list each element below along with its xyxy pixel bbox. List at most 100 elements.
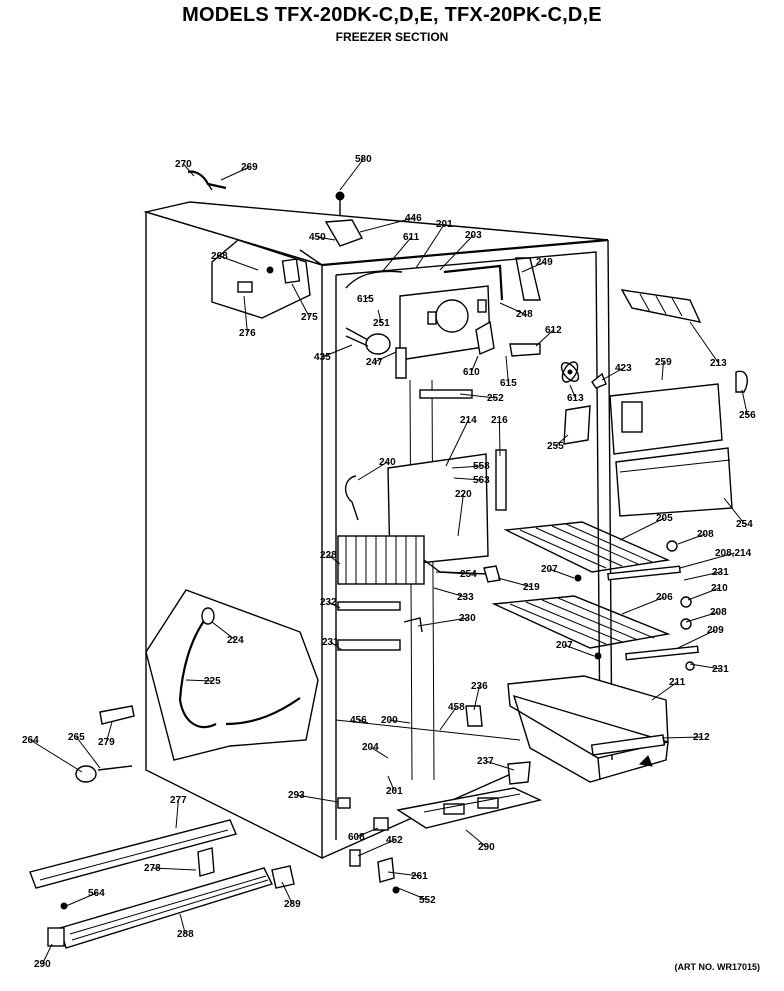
leader-line bbox=[485, 760, 515, 771]
part-number-label: 220 bbox=[455, 489, 472, 500]
part-number-label: 275 bbox=[301, 312, 318, 323]
leader-line bbox=[569, 384, 576, 399]
part-number-label: 279 bbox=[98, 737, 115, 748]
leader-line bbox=[677, 533, 706, 545]
part-number-label: 247 bbox=[366, 357, 383, 368]
diagram-subtitle: FREEZER SECTION bbox=[335, 30, 449, 44]
left-small-parts bbox=[75, 705, 135, 783]
leader-line bbox=[387, 775, 395, 792]
leader-line bbox=[687, 587, 720, 601]
leader-line bbox=[679, 552, 735, 569]
leader-line bbox=[465, 829, 487, 848]
part-number-label: 450 bbox=[309, 232, 326, 243]
part-number-label: 563 bbox=[473, 475, 490, 486]
part-number-label: 201 bbox=[386, 786, 403, 797]
part-number-label: 452 bbox=[386, 835, 403, 846]
part-number-label: 276 bbox=[239, 328, 256, 339]
freezer-basket bbox=[507, 675, 669, 783]
part-number-label: 251 bbox=[373, 318, 390, 329]
part-number-label: 232 bbox=[320, 597, 337, 608]
leader-line bbox=[220, 166, 250, 181]
part-number-label: 446 bbox=[405, 213, 422, 224]
leader-line bbox=[499, 302, 525, 315]
leader-line bbox=[296, 794, 339, 803]
leader-line bbox=[521, 261, 545, 273]
part-number-label: 201 bbox=[436, 219, 453, 230]
leader-line bbox=[685, 611, 719, 623]
leader-line bbox=[683, 571, 721, 581]
fan-bracket-plate bbox=[345, 257, 541, 379]
diagram-title: MODELS TFX-20DK-C,D,E, TFX-20PK-C,D,E bbox=[182, 4, 602, 26]
leader-line bbox=[439, 234, 474, 271]
leader-line bbox=[549, 568, 575, 579]
leader-line bbox=[415, 223, 445, 269]
leader-line bbox=[435, 571, 469, 575]
part-number-label: 207 bbox=[556, 640, 573, 651]
part-number-label: 611 bbox=[403, 232, 420, 243]
part-number-label: 219 bbox=[523, 582, 540, 593]
part-number-label: 237 bbox=[477, 756, 494, 767]
leader-line bbox=[651, 681, 678, 701]
part-number-label: 256 bbox=[739, 410, 756, 421]
leader-line bbox=[741, 389, 748, 416]
part-number-label: 231 bbox=[322, 637, 339, 648]
part-number-label: 206 bbox=[656, 592, 673, 603]
part-number-label: 209 bbox=[707, 625, 724, 636]
part-number-label: 255 bbox=[547, 441, 564, 452]
leader-line bbox=[473, 685, 480, 711]
leader-line bbox=[65, 892, 97, 907]
part-number-label: 228 bbox=[320, 550, 337, 561]
part-number-label: 203 bbox=[465, 230, 482, 241]
drain-trough bbox=[396, 705, 543, 829]
part-number-label: 564 bbox=[88, 888, 105, 899]
art-number: (ART NO. WR17015) bbox=[674, 962, 760, 972]
leader-line bbox=[377, 309, 382, 324]
part-number-label: 240 bbox=[379, 457, 396, 468]
part-number-label: 230 bbox=[459, 613, 476, 624]
leader-line bbox=[689, 663, 721, 670]
leader-line bbox=[30, 739, 83, 773]
leader-line bbox=[183, 163, 195, 177]
leader-line bbox=[445, 419, 469, 467]
leader-line bbox=[439, 706, 457, 731]
leader-line bbox=[357, 461, 388, 481]
part-number-label: 558 bbox=[473, 461, 490, 472]
leader-line bbox=[601, 367, 624, 381]
part-number-label: 236 bbox=[471, 681, 488, 692]
leader-line bbox=[356, 827, 379, 838]
part-number-label: 458 bbox=[448, 702, 465, 713]
leader-line bbox=[317, 236, 336, 241]
leader-line bbox=[179, 913, 186, 935]
leader-line bbox=[243, 295, 248, 334]
leader-line bbox=[175, 799, 179, 829]
part-number-label: 214 bbox=[460, 415, 477, 426]
part-number-label: 293 bbox=[288, 790, 305, 801]
leader-line bbox=[459, 393, 496, 399]
leader-line bbox=[330, 641, 343, 651]
leader-line bbox=[381, 236, 412, 273]
part-number-label: 224 bbox=[227, 635, 244, 646]
leader-line bbox=[535, 329, 554, 347]
evaporator-coil bbox=[337, 535, 489, 585]
part-number-label: 231 bbox=[712, 664, 729, 675]
leader-line bbox=[689, 321, 719, 364]
part-number-label: 248 bbox=[516, 309, 533, 320]
part-number-label: 249 bbox=[536, 257, 553, 268]
part-number-label: 278 bbox=[144, 863, 161, 874]
part-number-label: 608 bbox=[348, 832, 365, 843]
leader-line bbox=[357, 839, 395, 857]
leader-line bbox=[555, 434, 569, 447]
part-number-label: 205 bbox=[656, 513, 673, 524]
part-number-label: 200 bbox=[381, 715, 398, 726]
leader-line bbox=[619, 517, 665, 541]
control-bracket-group bbox=[211, 239, 311, 319]
leader-line bbox=[41, 943, 53, 965]
part-number-label: 423 bbox=[615, 363, 632, 374]
leader-line bbox=[677, 629, 716, 649]
leader-line bbox=[457, 493, 464, 537]
part-number-label: 254 bbox=[460, 569, 477, 580]
leader-line bbox=[211, 621, 236, 641]
part-number-label: 456 bbox=[350, 715, 367, 726]
fan-blade bbox=[560, 361, 580, 383]
